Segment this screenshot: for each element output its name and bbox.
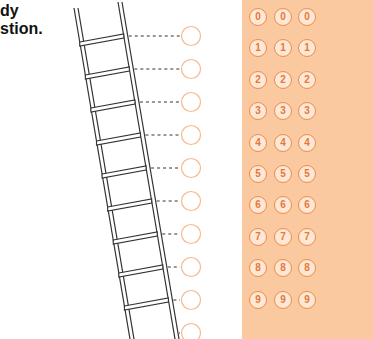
leader-line xyxy=(129,36,180,37)
digit-text: 4 xyxy=(280,138,286,148)
digit-bubble: 7 xyxy=(274,228,292,246)
ladder-rung xyxy=(91,100,135,112)
ladder xyxy=(74,2,179,339)
digit-text: 0 xyxy=(304,12,310,22)
digit-text: 0 xyxy=(255,12,261,22)
digit-text: 3 xyxy=(280,106,286,116)
digit-text: 1 xyxy=(304,43,310,53)
ladder-rung xyxy=(96,133,140,145)
digit-bubble: 4 xyxy=(274,134,292,152)
digit-bubble: 9 xyxy=(249,291,267,309)
leader-line xyxy=(145,135,180,136)
digit-bubble: 0 xyxy=(249,8,267,26)
digit-text: 9 xyxy=(255,295,261,305)
answer-circle xyxy=(182,27,201,46)
digit-text: 3 xyxy=(304,106,310,116)
digit-bubble: 9 xyxy=(298,291,316,309)
digit-text: 1 xyxy=(280,43,286,53)
digit-text: 9 xyxy=(280,295,286,305)
leader-line xyxy=(157,201,180,202)
digit-text: 8 xyxy=(280,263,286,273)
answer-circle xyxy=(182,192,201,211)
ladder-rung xyxy=(113,232,157,244)
leader-line xyxy=(134,69,180,70)
leader-line xyxy=(173,300,180,301)
digit-text: 9 xyxy=(304,295,310,305)
answer-circle xyxy=(182,324,201,339)
digit-text: 5 xyxy=(255,169,261,179)
ladder-rung xyxy=(85,67,129,79)
ladder-rung xyxy=(102,166,146,178)
ladder-rung xyxy=(124,298,168,310)
leader-line xyxy=(151,168,180,169)
answer-circle xyxy=(182,60,201,79)
answer-circle xyxy=(182,291,201,310)
digit-text: 6 xyxy=(304,200,310,210)
digit-bubble: 2 xyxy=(274,71,292,89)
digit-text: 8 xyxy=(304,263,310,273)
digit-text: 6 xyxy=(280,200,286,210)
ladder-rung xyxy=(80,34,124,46)
digit-text: 2 xyxy=(255,75,261,85)
heading-text: stion. xyxy=(0,20,43,38)
digit-text: 8 xyxy=(255,263,261,273)
digit-text: 5 xyxy=(304,169,310,179)
digit-bubble: 4 xyxy=(249,134,267,152)
digit-text: 2 xyxy=(304,75,310,85)
digit-text: 2 xyxy=(280,75,286,85)
digit-bubble: 5 xyxy=(249,165,267,183)
answer-circle xyxy=(182,258,201,277)
leader-line xyxy=(168,267,180,268)
leader-line xyxy=(162,234,180,235)
leader-lines xyxy=(129,27,201,339)
answer-circle xyxy=(182,159,201,178)
digit-text: 5 xyxy=(280,169,286,179)
digit-bubble: 2 xyxy=(298,71,316,89)
digit-text: 7 xyxy=(304,232,310,242)
digit-bubble: 0 xyxy=(298,8,316,26)
digit-text: 7 xyxy=(280,232,286,242)
leader-line xyxy=(140,102,180,103)
digit-bubble: 7 xyxy=(298,228,316,246)
digit-bubble: 5 xyxy=(298,165,316,183)
digit-text: 7 xyxy=(255,232,261,242)
digit-text: 6 xyxy=(255,200,261,210)
answer-panel xyxy=(242,0,373,339)
digit-text: 3 xyxy=(255,106,261,116)
digit-bubble: 2 xyxy=(249,71,267,89)
digit-bubble: 9 xyxy=(274,291,292,309)
heading-text: dy xyxy=(0,2,19,20)
digit-bubble: 5 xyxy=(274,165,292,183)
digit-text: 0 xyxy=(280,12,286,22)
digit-text: 4 xyxy=(255,138,261,148)
answer-circle xyxy=(182,126,201,145)
digit-bubble: 4 xyxy=(298,134,316,152)
ladder-rung xyxy=(108,199,152,211)
digit-text: 4 xyxy=(304,138,310,148)
answer-circle xyxy=(182,225,201,244)
digit-bubble: 0 xyxy=(274,8,292,26)
answer-circle xyxy=(182,93,201,112)
ladder-rung xyxy=(119,265,163,277)
digit-text: 1 xyxy=(255,43,261,53)
leader-line xyxy=(179,333,180,334)
digit-bubble: 7 xyxy=(249,228,267,246)
